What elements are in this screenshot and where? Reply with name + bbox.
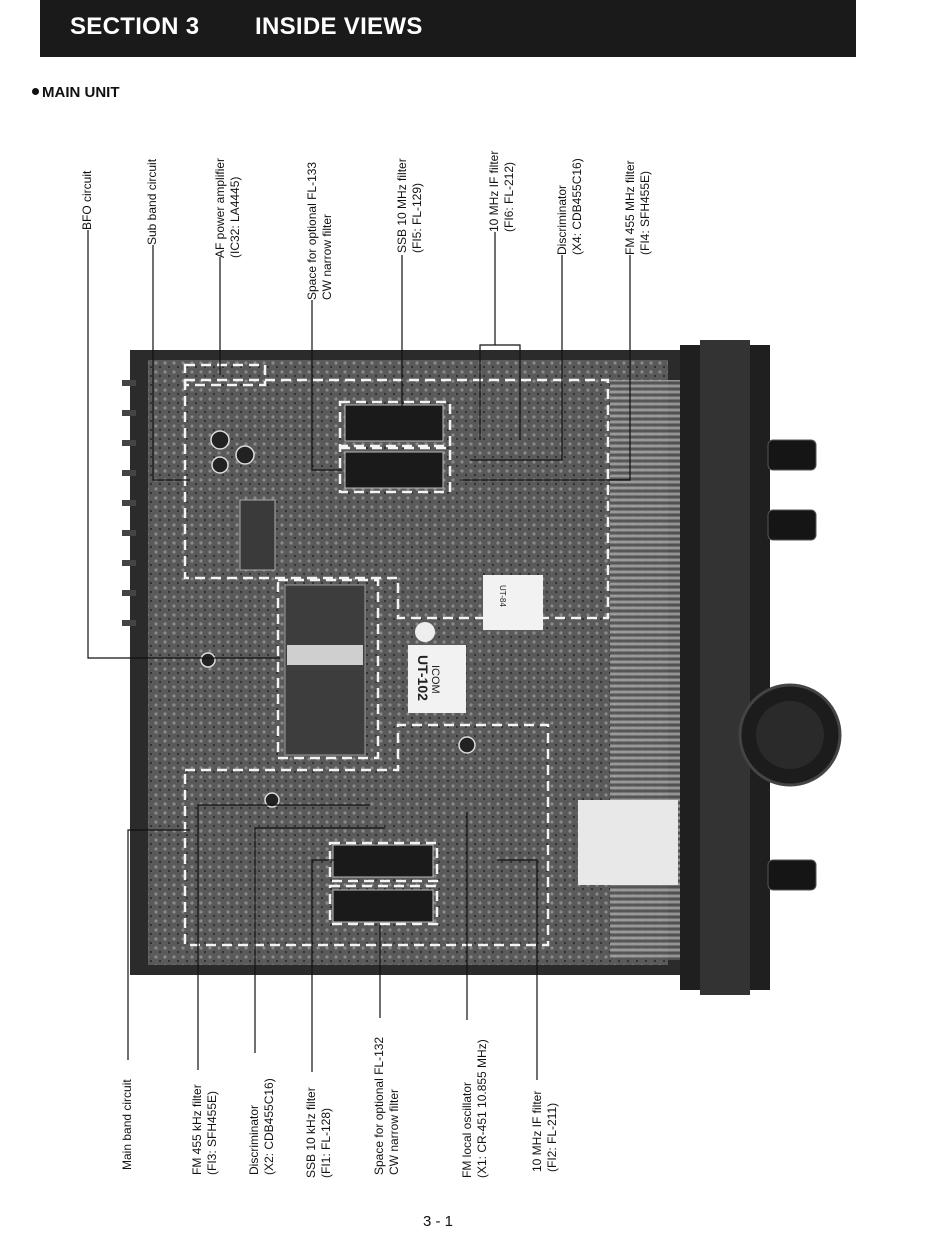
label-fm-455khz-filter-fi3: FM 455 kHz filter(FI3: SFH455E) (190, 1084, 219, 1175)
label-discriminator-x4: Discriminator(X4: CDB455C16) (555, 158, 584, 255)
label-fm-455-filter-fi4: FM 455 MHz filter(FI4: SFH455E) (623, 160, 652, 255)
subheading: MAIN UNIT (32, 84, 120, 101)
board-label-ut84: UT-84 (498, 585, 507, 607)
label-10mhz-if-filter-fi6: 10 MHz IF filter(FI6: FL-212) (487, 150, 516, 232)
label-ssb-10khz-filter-fi1: SSB 10 kHz filter(FI1: FL-128) (304, 1087, 333, 1178)
bullet-icon (32, 88, 39, 95)
section-title: INSIDE VIEWS (255, 13, 423, 40)
section-number: SECTION 3 (70, 13, 200, 40)
board-label-icom: ICOM (429, 665, 441, 694)
section-banner: SECTION 3 INSIDE VIEWS (40, 0, 856, 57)
page-number: 3 - 1 (423, 1213, 454, 1230)
board-label-ut102: UT-102 (415, 655, 431, 701)
label-sub-band-circuit: Sub band circuit (145, 158, 159, 245)
label-discriminator-x2: Discriminator(X2: CDB455C16) (247, 1078, 276, 1175)
label-af-power-amplifier: AF power amplifier(IC32: LA4445) (213, 157, 242, 258)
label-bfo-circuit: BFO circuit (80, 170, 94, 230)
label-fm-local-oscillator: FM local oscillator(X1: CR-451 10.855 MH… (460, 1039, 489, 1178)
label-ssb-10mhz-filter: SSB 10 MHz filter(FI5: FL-129) (395, 158, 424, 253)
label-main-band-circuit: Main band circuit (120, 1079, 134, 1170)
label-10mhz-if-filter-fi2: 10 MHz IF filter(FI2: FL-211) (530, 1090, 559, 1172)
